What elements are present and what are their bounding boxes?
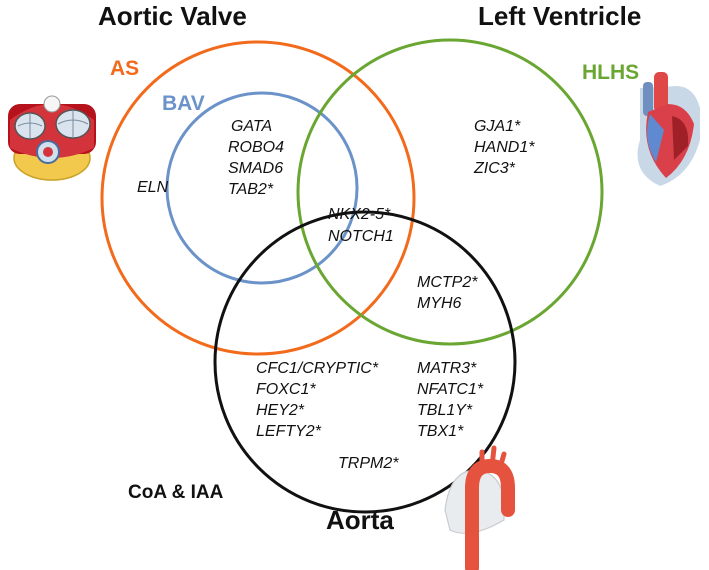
gene-label: ELN [137, 179, 169, 196]
gene-label: GATA [231, 118, 272, 135]
aortic-valve-icon [8, 95, 96, 181]
label-bav: BAV [162, 92, 205, 115]
genes-coa-right: MATR3* NFATC1* TBL1Y* TBX1* [417, 360, 484, 440]
genes-bav-hlhs-coa: NKX2-5* NOTCH1 [328, 206, 394, 245]
title-aortic-valve: Aortic Valve [98, 1, 247, 31]
title-left-ventricle: Left Ventricle [478, 1, 641, 31]
gene-label: HEY2* [256, 402, 305, 419]
genes-hlhs-coa: MCTP2* MYH6 [417, 274, 478, 312]
title-aorta: Aorta [326, 505, 394, 535]
gene-label: SMAD6 [228, 160, 283, 177]
coa-circle [213, 210, 517, 514]
gene-label: HAND1* [474, 139, 535, 156]
bav-circle [165, 91, 359, 285]
gene-label: MCTP2* [417, 274, 478, 291]
as-circle [100, 40, 416, 356]
aortic-arch-icon [444, 445, 515, 570]
gene-label: NOTCH1 [328, 228, 394, 245]
gene-label: NFATC1* [417, 381, 484, 398]
gene-label: TAB2* [228, 181, 274, 198]
genes-coa-left: CFC1/CRYPTIC* FOXC1* HEY2* LEFTY2* [256, 360, 379, 440]
gene-label: FOXC1* [256, 381, 316, 398]
gene-label: LEFTY2* [256, 423, 322, 440]
label-hlhs: HLHS [582, 61, 639, 84]
label-as: AS [110, 57, 139, 80]
gene-label: MATR3* [417, 360, 477, 377]
gene-label: TBX1* [417, 423, 464, 440]
gene-label: MYH6 [417, 295, 462, 312]
gene-label: TRPM2* [338, 455, 399, 472]
genes-as-only: ELN [137, 179, 169, 196]
gene-label: ZIC3* [473, 160, 516, 177]
hlhs-circle [296, 38, 604, 346]
genes-bav-only: GATA ROBO4 SMAD6 TAB2* [228, 118, 284, 198]
gene-label: TBL1Y* [417, 402, 473, 419]
genes-hlhs-only: GJA1* HAND1* ZIC3* [473, 118, 535, 177]
heart-icon [637, 72, 700, 186]
label-coa-iaa: CoA & IAA [128, 482, 224, 503]
gene-label: NKX2-5* [328, 206, 391, 223]
gene-label: CFC1/CRYPTIC* [256, 360, 379, 377]
genes-coa-bottom: TRPM2* [338, 455, 399, 472]
gene-label: GJA1* [474, 118, 521, 135]
gene-label: ROBO4 [228, 139, 284, 156]
